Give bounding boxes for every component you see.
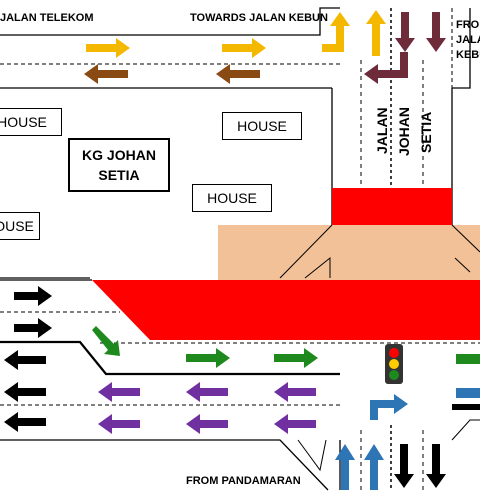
main-road-bottom-edge — [0, 439, 341, 491]
purple-left-arrow — [186, 382, 228, 402]
black-left-arrow — [4, 350, 46, 370]
bottom-left-island — [297, 439, 327, 472]
maroon-down-arrow — [426, 12, 446, 52]
black-arrows — [4, 286, 480, 488]
brown-arrows — [84, 64, 260, 84]
johan-label: JOHAN — [396, 106, 412, 156]
yellow-arrows — [86, 10, 386, 58]
kg-johan-setia-line1: KG JOHAN — [82, 147, 156, 163]
from-jalan-kebun-line2: JALAN — [456, 34, 480, 46]
black-left-arrow — [4, 382, 46, 402]
bottom-right-island — [451, 419, 480, 441]
house-box: HOUSE — [0, 212, 40, 240]
purple-arrows — [98, 382, 316, 434]
yellow-right-arrow — [222, 38, 266, 58]
junction-island-left — [279, 224, 333, 279]
black-left-arrow — [4, 412, 46, 432]
yellow-up-arrow — [366, 10, 386, 56]
from-pandamaran-label: FROM PANDAMARAN — [186, 475, 301, 487]
black-down-arrow — [426, 444, 446, 488]
green-diagonal-arrow — [92, 326, 120, 356]
maroon-turn-arrow — [364, 52, 408, 84]
green-right-arrow — [274, 348, 318, 368]
brown-left-arrow — [84, 64, 128, 84]
village-block-edge — [0, 277, 90, 279]
junction-crossing-top — [332, 188, 452, 225]
kg-johan-setia-line2: SETIA — [98, 167, 140, 183]
johan-setia-top-right — [452, 8, 471, 89]
purple-left-arrow — [186, 414, 228, 434]
maroon-arrows — [364, 12, 446, 84]
black-down-arrow — [394, 444, 414, 488]
main-road-crossing — [92, 280, 480, 340]
blue-up-arrow — [335, 444, 355, 490]
black-right-arrow — [14, 286, 52, 306]
purple-left-arrow — [274, 414, 316, 434]
top-road-edge — [0, 7, 340, 36]
house-box: HOUSE — [0, 108, 62, 136]
from-jalan-kebun-label: FROM JALAN KEBUN — [456, 18, 480, 63]
towards-jalan-kebun-label: TOWARDS JALAN KEBUN — [190, 12, 328, 24]
blue-arrows — [335, 388, 480, 490]
main-road-median — [0, 340, 340, 376]
junction-pavement — [218, 225, 480, 280]
house-box: HOUSE — [222, 112, 302, 140]
purple-left-arrow — [274, 382, 316, 402]
purple-left-arrow — [98, 414, 140, 434]
green-arrows — [92, 326, 480, 368]
purple-left-arrow — [98, 382, 140, 402]
from-jalan-kebun-line1: FROM — [456, 19, 480, 31]
kg-johan-setia-label: KG JOHAN SETIA — [68, 138, 170, 192]
house-box: HOUSE — [192, 184, 272, 212]
jalan-telekom-label: JALAN TELEKOM — [0, 12, 94, 24]
green-right-arrow — [456, 354, 480, 364]
setia-label: SETIA — [418, 111, 434, 153]
jalan-label: JALAN — [374, 107, 390, 154]
green-right-arrow — [186, 348, 230, 368]
black-right-arrow — [14, 318, 52, 338]
yellow-right-arrow — [86, 38, 130, 58]
traffic-light-icon — [385, 344, 403, 384]
blue-right-arrow — [456, 388, 480, 398]
black-right-arrow — [452, 404, 480, 410]
yellow-turn-arrow — [322, 12, 350, 52]
blue-up-arrow — [364, 444, 384, 490]
maroon-down-arrow — [395, 12, 415, 52]
brown-left-arrow — [216, 64, 260, 84]
blue-turn-arrow — [370, 394, 408, 420]
junction-island-right — [451, 224, 480, 273]
from-jalan-kebun-line3: KEBUN — [456, 49, 480, 61]
